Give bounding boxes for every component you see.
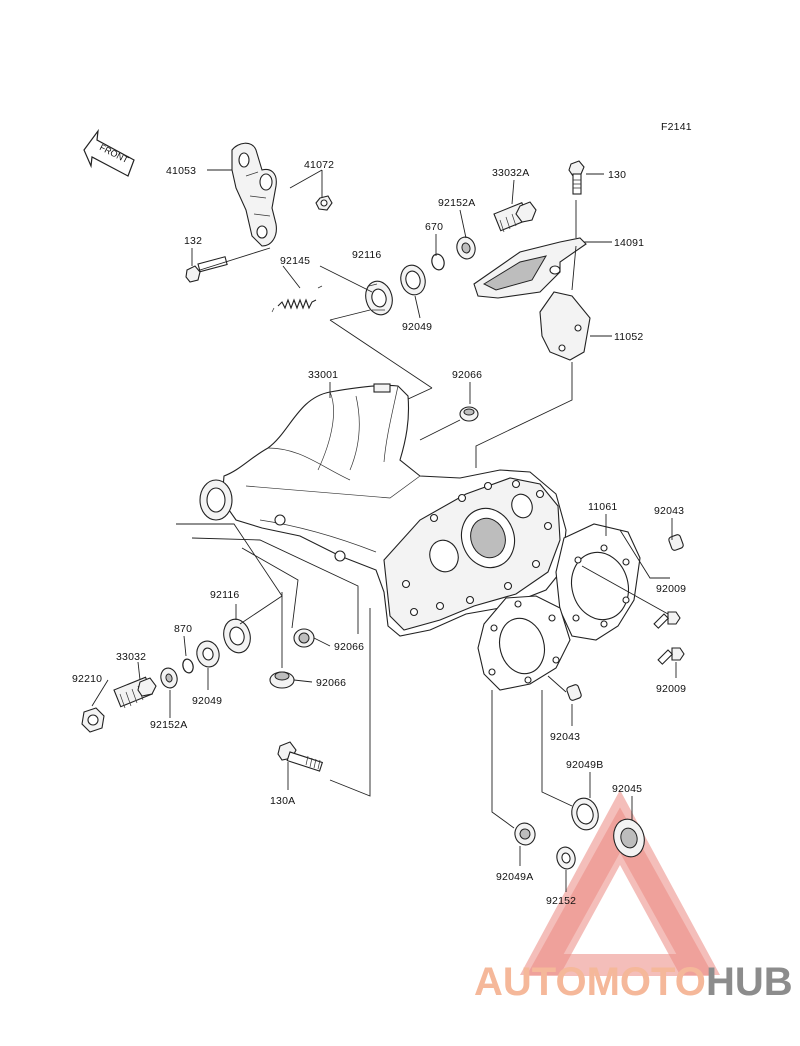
seal-92066-top [459,406,479,422]
dowel-pin-92043-top [668,534,684,551]
bearing-92116-top [365,280,393,316]
label-92210: 92210 [72,673,102,685]
label-92043-top: 92043 [654,505,684,517]
label-92009-a: 92009 [656,583,686,595]
figure-code: F2141 [661,121,692,133]
gasket-cover-plate [477,595,571,691]
label-92009-b: 92009 [656,683,686,695]
part-labels: 41053 41072 132 92145 92116 92049 670 92… [72,159,686,907]
seal-92049B [571,797,599,831]
label-92066-bottom: 92066 [316,677,346,689]
label-92152A-bottom: 92152A [150,719,187,731]
watermark-text: AUTOMOTO HUB [474,960,793,1004]
label-130A: 130A [270,795,295,807]
label-92145: 92145 [280,255,310,267]
dowel-pin-92043-bottom [566,684,582,701]
label-130: 130 [608,169,626,181]
seal-92066-mid [293,628,315,648]
label-41072: 41072 [304,159,334,171]
label-11052: 11052 [614,331,643,343]
nut-41072 [315,195,333,211]
watermark-triangle-outer [520,790,720,975]
label-92116-top: 92116 [352,249,381,261]
adjuster-33032A [493,201,537,233]
label-92152: 92152 [546,895,576,907]
label-33032A: 33032A [492,167,529,179]
washer-92152A-top [456,236,476,260]
label-33032: 33032 [116,651,146,663]
seal-92049-bottom [196,640,220,668]
spring-92145 [271,285,323,313]
bracket-41053 [231,142,277,247]
bolt-130A [277,741,324,772]
label-14091: 14091 [614,237,644,249]
bearing-92045 [613,818,645,858]
label-11061: 11061 [588,501,617,513]
bolt-130 [568,160,585,195]
label-92066-top: 92066 [452,369,482,381]
watermark-text-automoto: AUTOMOTO [474,960,706,1004]
label-92066-mid: 92066 [334,641,364,653]
label-92152A-top: 92152A [438,197,475,209]
seal-92049A [514,822,536,846]
label-92049-top: 92049 [402,321,432,333]
bushing-92152 [556,846,576,870]
watermark-triangle-inner [526,807,714,976]
oring-870 [182,658,194,674]
watermark-text-hub: HUB [706,960,793,1004]
bolt-92009-b [657,647,685,665]
label-92049B: 92049B [566,759,603,771]
adjuster-33032 [113,676,157,709]
front-direction-arrow: FRONT [83,128,135,177]
bolt-92009-a [653,611,681,629]
seal-92066-bottom [269,671,295,689]
label-92045: 92045 [612,783,642,795]
cover-11061 [555,523,641,641]
label-33001: 33001 [308,369,338,381]
label-92049-bottom: 92049 [192,695,222,707]
nut-92210 [81,707,105,733]
watermark-logo [520,790,720,976]
oring-670-top [431,253,445,271]
label-92049A: 92049A [496,871,533,883]
label-132: 132 [184,235,202,247]
front-arrow-shape [83,128,135,177]
bearing-92116-bottom [223,618,251,654]
washer-92152A-bottom [160,667,178,689]
label-92116-bottom: 92116 [210,589,239,601]
label-41053: 41053 [166,165,196,177]
label-870: 870 [174,623,192,635]
label-92043-bottom: 92043 [550,731,580,743]
label-670-top: 670 [425,221,443,233]
plate-11052 [539,291,591,361]
seal-92049-top [400,264,426,296]
swingarm-housing-33001 [199,383,567,637]
bracket-arm-14091 [473,237,587,299]
